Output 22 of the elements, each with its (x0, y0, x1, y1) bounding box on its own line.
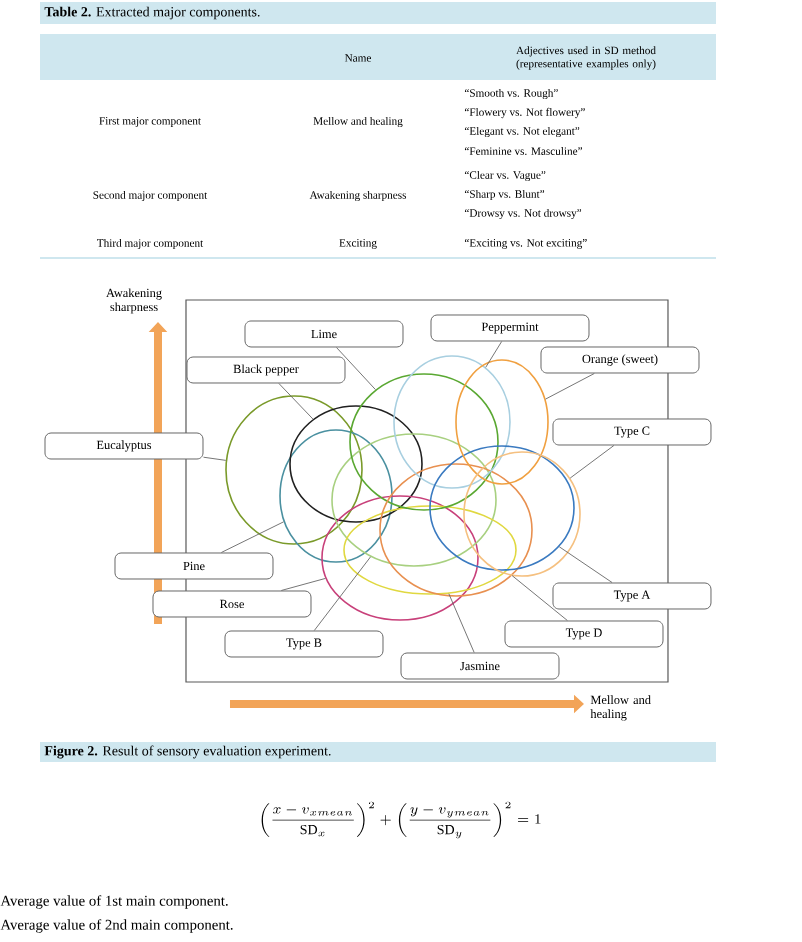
ellipse (331, 433, 497, 567)
ellipse (393, 355, 511, 489)
ellipse (379, 463, 533, 597)
leader-line (545, 373, 595, 400)
formula: $\left(\frac{x-v_{xmean}}{\mathrm{SD}_x}\right)^2+\left(\frac{y-v_{ymean}}{\mathrm{SD}_y}\right)^2=1$ (261, 801, 541, 839)
leader-line (280, 577, 326, 591)
ellipse (429, 445, 575, 571)
leader-line (485, 341, 503, 368)
ellipse (279, 429, 393, 563)
leader-line (558, 546, 613, 583)
leader-line (448, 593, 475, 653)
ellipse (321, 495, 479, 621)
leader-line (203, 456, 227, 461)
ellipse (463, 451, 581, 577)
ellipse (455, 359, 549, 485)
ellipse (289, 405, 423, 523)
leader-line (278, 383, 314, 420)
ellipse (343, 505, 517, 595)
ellipse (349, 373, 499, 511)
leader-line (220, 521, 285, 553)
ellipse (225, 395, 363, 545)
leader-line (569, 445, 615, 479)
